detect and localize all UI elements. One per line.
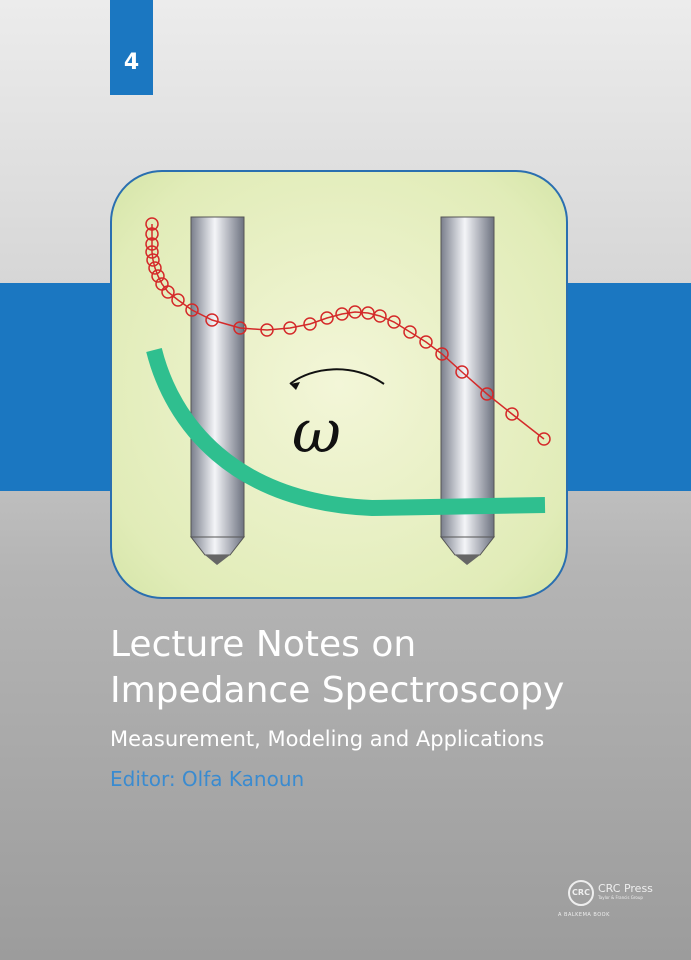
red-data-point [537,432,551,446]
red-data-point [435,347,449,361]
red-data-point [171,293,185,307]
red-data-point [145,237,159,251]
red-data-point [403,325,417,339]
red-data-point [151,269,165,283]
red-data-point [145,245,159,259]
red-data-point [148,261,162,275]
red-data-point [145,217,159,231]
red-data-point [419,335,433,349]
red-data-point [185,303,199,317]
cover-illustration: ω [110,170,568,599]
green-curve [146,348,546,517]
title-line-2: Impedance Spectroscopy [110,670,565,711]
omega-symbol: ω [292,397,341,467]
red-data-point [387,315,401,329]
red-data-point [480,387,494,401]
subtitle: Measurement, Modeling and Applications [110,727,545,751]
arrow-icon [289,368,385,385]
red-data-point [161,285,175,299]
red-data-point [233,321,247,335]
volume-number: 4 [110,0,153,95]
red-data-series [145,217,551,446]
red-data-point [505,407,519,421]
crc-logo-icon: CRC [568,880,594,906]
red-data-point [145,227,159,241]
red-data-point [320,311,334,325]
red-data-point [455,365,469,379]
editor: Editor: Olfa Kanoun [110,767,305,791]
publisher-name: CRC Press [598,882,653,895]
red-data-point [283,321,297,335]
electrode-left [189,216,246,565]
publisher-group: Taylor & Francis Group [598,895,643,900]
red-data-point [205,313,219,327]
red-data-point [260,323,274,337]
red-data-point [348,305,362,319]
title-line-1: Lecture Notes on [110,624,417,665]
red-data-point [146,253,160,267]
red-data-point [373,309,387,323]
red-data-point [303,317,317,331]
publisher-imprint: A BALKEMA BOOK [558,912,610,918]
red-data-point [335,307,349,321]
